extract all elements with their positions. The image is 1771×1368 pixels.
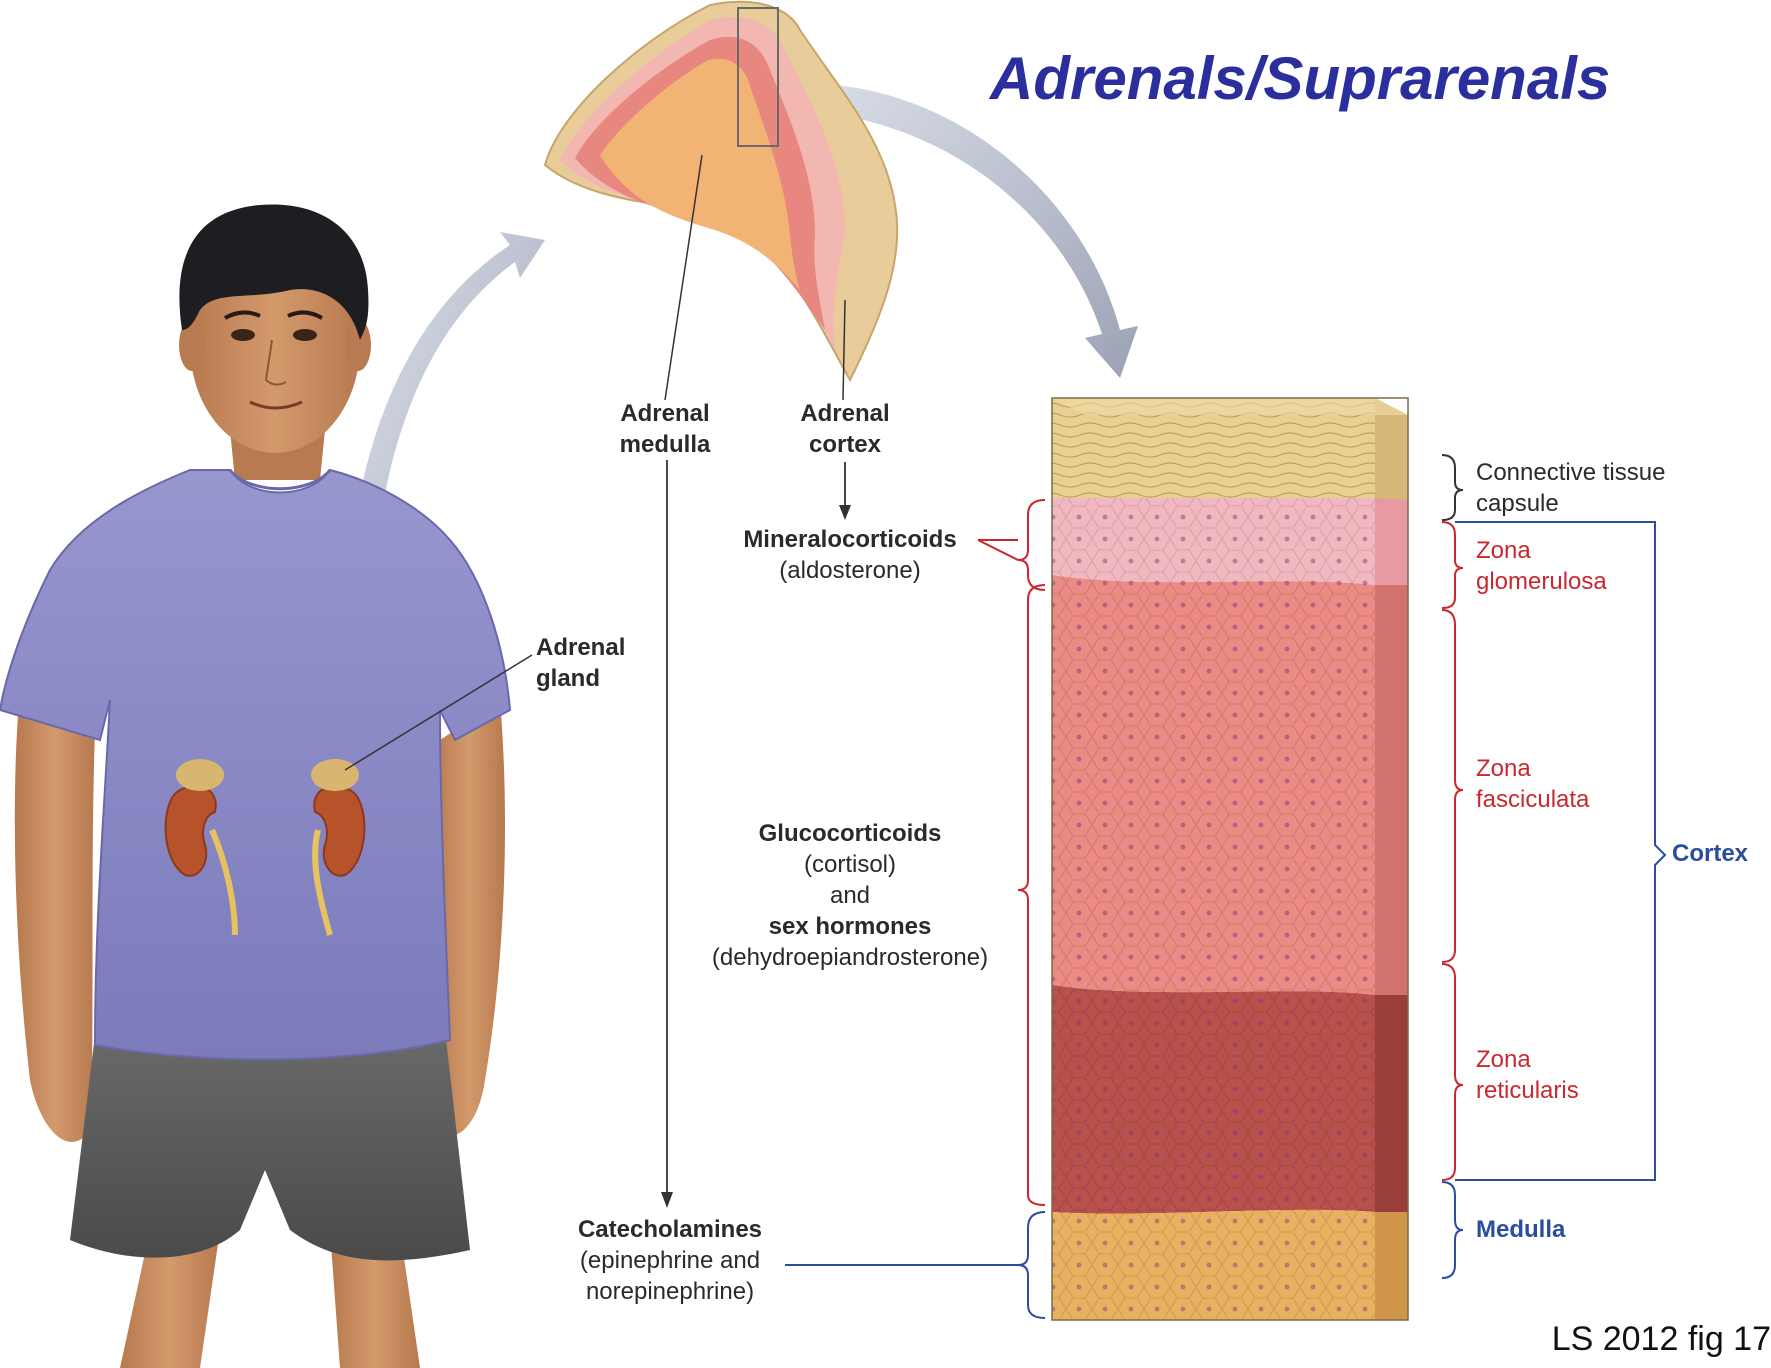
- adrenal-gland-label: Adrenal gland: [536, 632, 625, 694]
- cortisol-text: (cortisol): [680, 849, 1020, 880]
- glomerulosa-line2: glomerulosa: [1476, 566, 1607, 597]
- sex-hormones-title: sex hormones: [680, 911, 1020, 942]
- tissue-block: [1052, 398, 1408, 1320]
- adrenal-medulla-line1: Adrenal: [595, 398, 735, 429]
- page-title: Adrenals/Suprarenals: [990, 44, 1610, 113]
- adrenal-medulla-line2: medulla: [595, 429, 735, 460]
- adrenal-cortex-label: Adrenal cortex: [775, 398, 915, 460]
- boy-figure: [0, 204, 532, 1368]
- cortex-label: Cortex: [1672, 838, 1748, 869]
- fasciculata-line1: Zona: [1476, 753, 1589, 784]
- mineralocorticoids-label: Mineralocorticoids (aldosterone): [700, 524, 1000, 586]
- glomerulosa-label: Zona glomerulosa: [1476, 535, 1607, 597]
- reticularis-line1: Zona: [1476, 1044, 1579, 1075]
- fasciculata-line2: fasciculata: [1476, 784, 1589, 815]
- and-text: and: [680, 880, 1020, 911]
- catecholamines-title: Catecholamines: [555, 1214, 785, 1245]
- capsule-line2: capsule: [1476, 488, 1665, 519]
- norepinephrine-text: norepinephrine): [555, 1276, 785, 1307]
- aldosterone-text: (aldosterone): [700, 555, 1000, 586]
- glomerulosa-line1: Zona: [1476, 535, 1607, 566]
- adrenal-cortex-line1: Adrenal: [775, 398, 915, 429]
- reticularis-label: Zona reticularis: [1476, 1044, 1579, 1106]
- mineralocorticoids-title: Mineralocorticoids: [700, 524, 1000, 555]
- adrenal-medulla-label: Adrenal medulla: [595, 398, 735, 460]
- fasciculata-label: Zona fasciculata: [1476, 753, 1589, 815]
- figure-credit: LS 2012 fig 17: [1552, 1320, 1771, 1359]
- adrenal-gland-line1: Adrenal: [536, 632, 625, 663]
- medulla-label: Medulla: [1476, 1214, 1565, 1245]
- capsule-label: Connective tissue capsule: [1476, 457, 1665, 519]
- adrenal-cortex-line2: cortex: [775, 429, 915, 460]
- epinephrine-text: (epinephrine and: [555, 1245, 785, 1276]
- glucocorticoids-title: Glucocorticoids: [680, 818, 1020, 849]
- catecholamines-label: Catecholamines (epinephrine and norepine…: [555, 1214, 785, 1307]
- glucocorticoids-label: Glucocorticoids (cortisol) and sex hormo…: [680, 818, 1020, 973]
- reticularis-line2: reticularis: [1476, 1075, 1579, 1106]
- dhea-text: (dehydroepiandrosterone): [680, 942, 1020, 973]
- adrenal-gland-line2: gland: [536, 663, 625, 694]
- capsule-line1: Connective tissue: [1476, 457, 1665, 488]
